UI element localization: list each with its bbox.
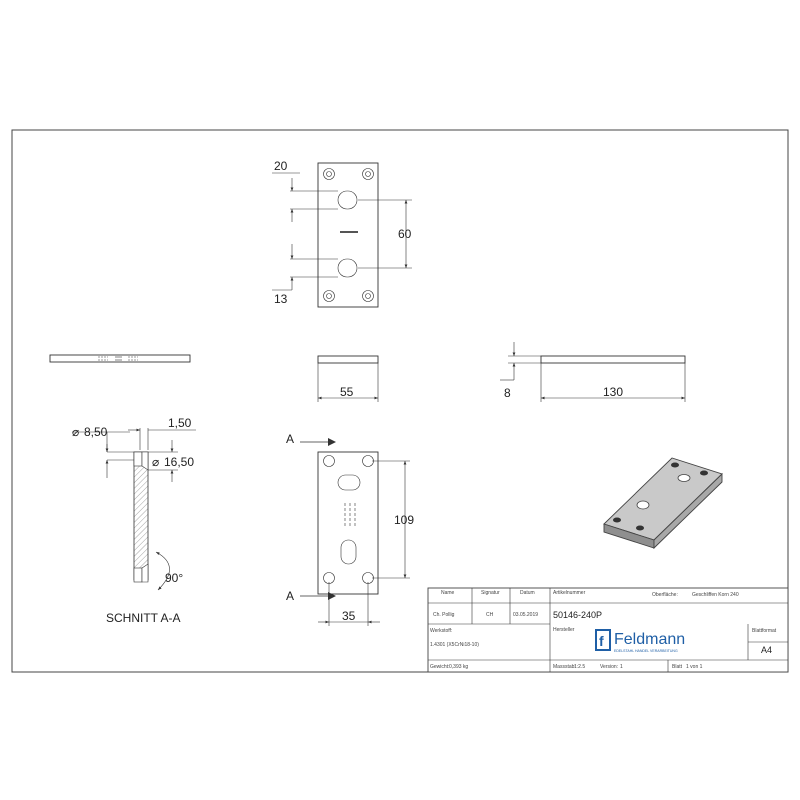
- tb-header-signature: Signatur: [481, 590, 500, 596]
- tb-header-sheet: Blatt: [672, 664, 683, 670]
- tb-surface-value: Geschliffen Korn 240: [692, 592, 739, 598]
- svg-text:Feldmann: Feldmann: [614, 631, 685, 648]
- tb-weight-value: 0,393 kg: [449, 664, 468, 670]
- tb-header-weight: Gewicht:: [430, 664, 449, 670]
- back-view: A A 109 35: [286, 432, 414, 626]
- tb-header-manufacturer: Hersteller: [553, 627, 575, 633]
- tb-header-material: Werkstoff:: [430, 628, 452, 634]
- isometric-view: [603, 457, 723, 550]
- tb-header-name: Name: [441, 590, 455, 596]
- section-a-a: ⌀ 8,50 1,50 ⌀ 16,50 90° SCHNITT A-A: [72, 416, 196, 625]
- dim-109: 109: [394, 513, 414, 527]
- tb-header-date: Datum: [520, 590, 535, 596]
- tb-version-value: 1: [620, 664, 623, 670]
- tb-format-value: A4: [761, 645, 772, 655]
- feldmann-logo: f Feldmann EDELSTAHL HANDEL VERARBEITUNG: [595, 629, 685, 653]
- tb-sheet-value: 1 von 1: [686, 664, 703, 670]
- tb-header-surface: Oberfläche:: [652, 592, 678, 598]
- title-block: Name Signatur Datum Artikelnummer Oberfl…: [427, 587, 789, 673]
- tb-article-value: 50146-240P: [553, 610, 602, 620]
- dim-13: 13: [274, 292, 288, 306]
- tb-header-version: Version:: [600, 664, 618, 670]
- section-marker-bottom: A: [286, 589, 294, 603]
- dim-20: 20: [274, 159, 288, 173]
- dim-hole-diameter-symbol: ⌀: [72, 425, 79, 439]
- dim-60: 60: [398, 227, 412, 241]
- dim-countersink-angle: 90°: [165, 571, 183, 585]
- dim-8: 8: [504, 386, 511, 400]
- dim-countersink-diameter: 16,50: [164, 455, 194, 469]
- tb-signature-value: CH: [486, 612, 494, 618]
- end-view: 55: [317, 355, 379, 402]
- section-marker-top: A: [286, 432, 294, 446]
- tb-scale-value: 1:2.5: [574, 664, 585, 670]
- edge-view-top: 8 130: [500, 342, 686, 402]
- dim-55: 55: [340, 385, 354, 399]
- dim-130: 130: [603, 385, 623, 399]
- drawing-frame: [11, 129, 789, 673]
- svg-text:f: f: [599, 633, 604, 649]
- section-label: SCHNITT A-A: [106, 611, 180, 625]
- tb-header-format: Blattformat: [752, 628, 777, 634]
- dim-hole-diameter: 8,50: [84, 425, 108, 439]
- dim-countersink-diameter-symbol: ⌀: [152, 455, 159, 469]
- dim-countersink-depth: 1,50: [168, 416, 192, 430]
- tb-material-value: 1.4301 (X5CrNi18-10): [430, 642, 479, 648]
- tb-date-value: 03.05.2019: [513, 612, 538, 618]
- dim-35: 35: [342, 609, 356, 623]
- tb-header-scale: Massstab:: [553, 664, 576, 670]
- tb-name-value: Ch. Pollig: [433, 612, 455, 618]
- tb-header-article: Artikelnummer: [553, 590, 586, 596]
- svg-text:EDELSTAHL HANDEL VERARBEITUNG: EDELSTAHL HANDEL VERARBEITUNG: [614, 649, 678, 653]
- front-view: 20 60 13: [272, 159, 412, 308]
- edge-view-left: [49, 354, 191, 363]
